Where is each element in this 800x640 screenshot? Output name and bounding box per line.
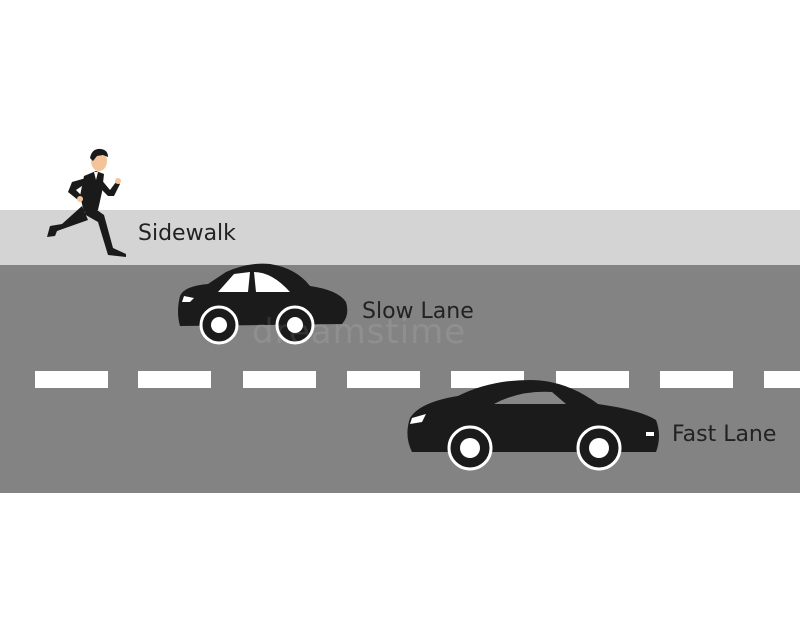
lane-dash xyxy=(764,371,800,388)
running-businessman-icon xyxy=(47,148,126,257)
lane-divider xyxy=(35,371,800,388)
lane-dash xyxy=(35,371,108,388)
lane-dash xyxy=(243,371,316,388)
watermark-text: dreamstime xyxy=(252,312,467,352)
sidewalk-label: Sidewalk xyxy=(138,221,236,246)
lane-dash xyxy=(660,371,733,388)
slow-car-icon xyxy=(178,263,348,345)
lane-dash xyxy=(556,371,629,388)
sidewalk-strip xyxy=(0,210,800,265)
fast-lane-label: Fast Lane xyxy=(672,422,777,447)
slow-lane-label: Slow Lane xyxy=(362,299,474,324)
lane-dash xyxy=(138,371,211,388)
lane-dash xyxy=(347,371,420,388)
fast-sports-car-icon xyxy=(407,380,659,471)
